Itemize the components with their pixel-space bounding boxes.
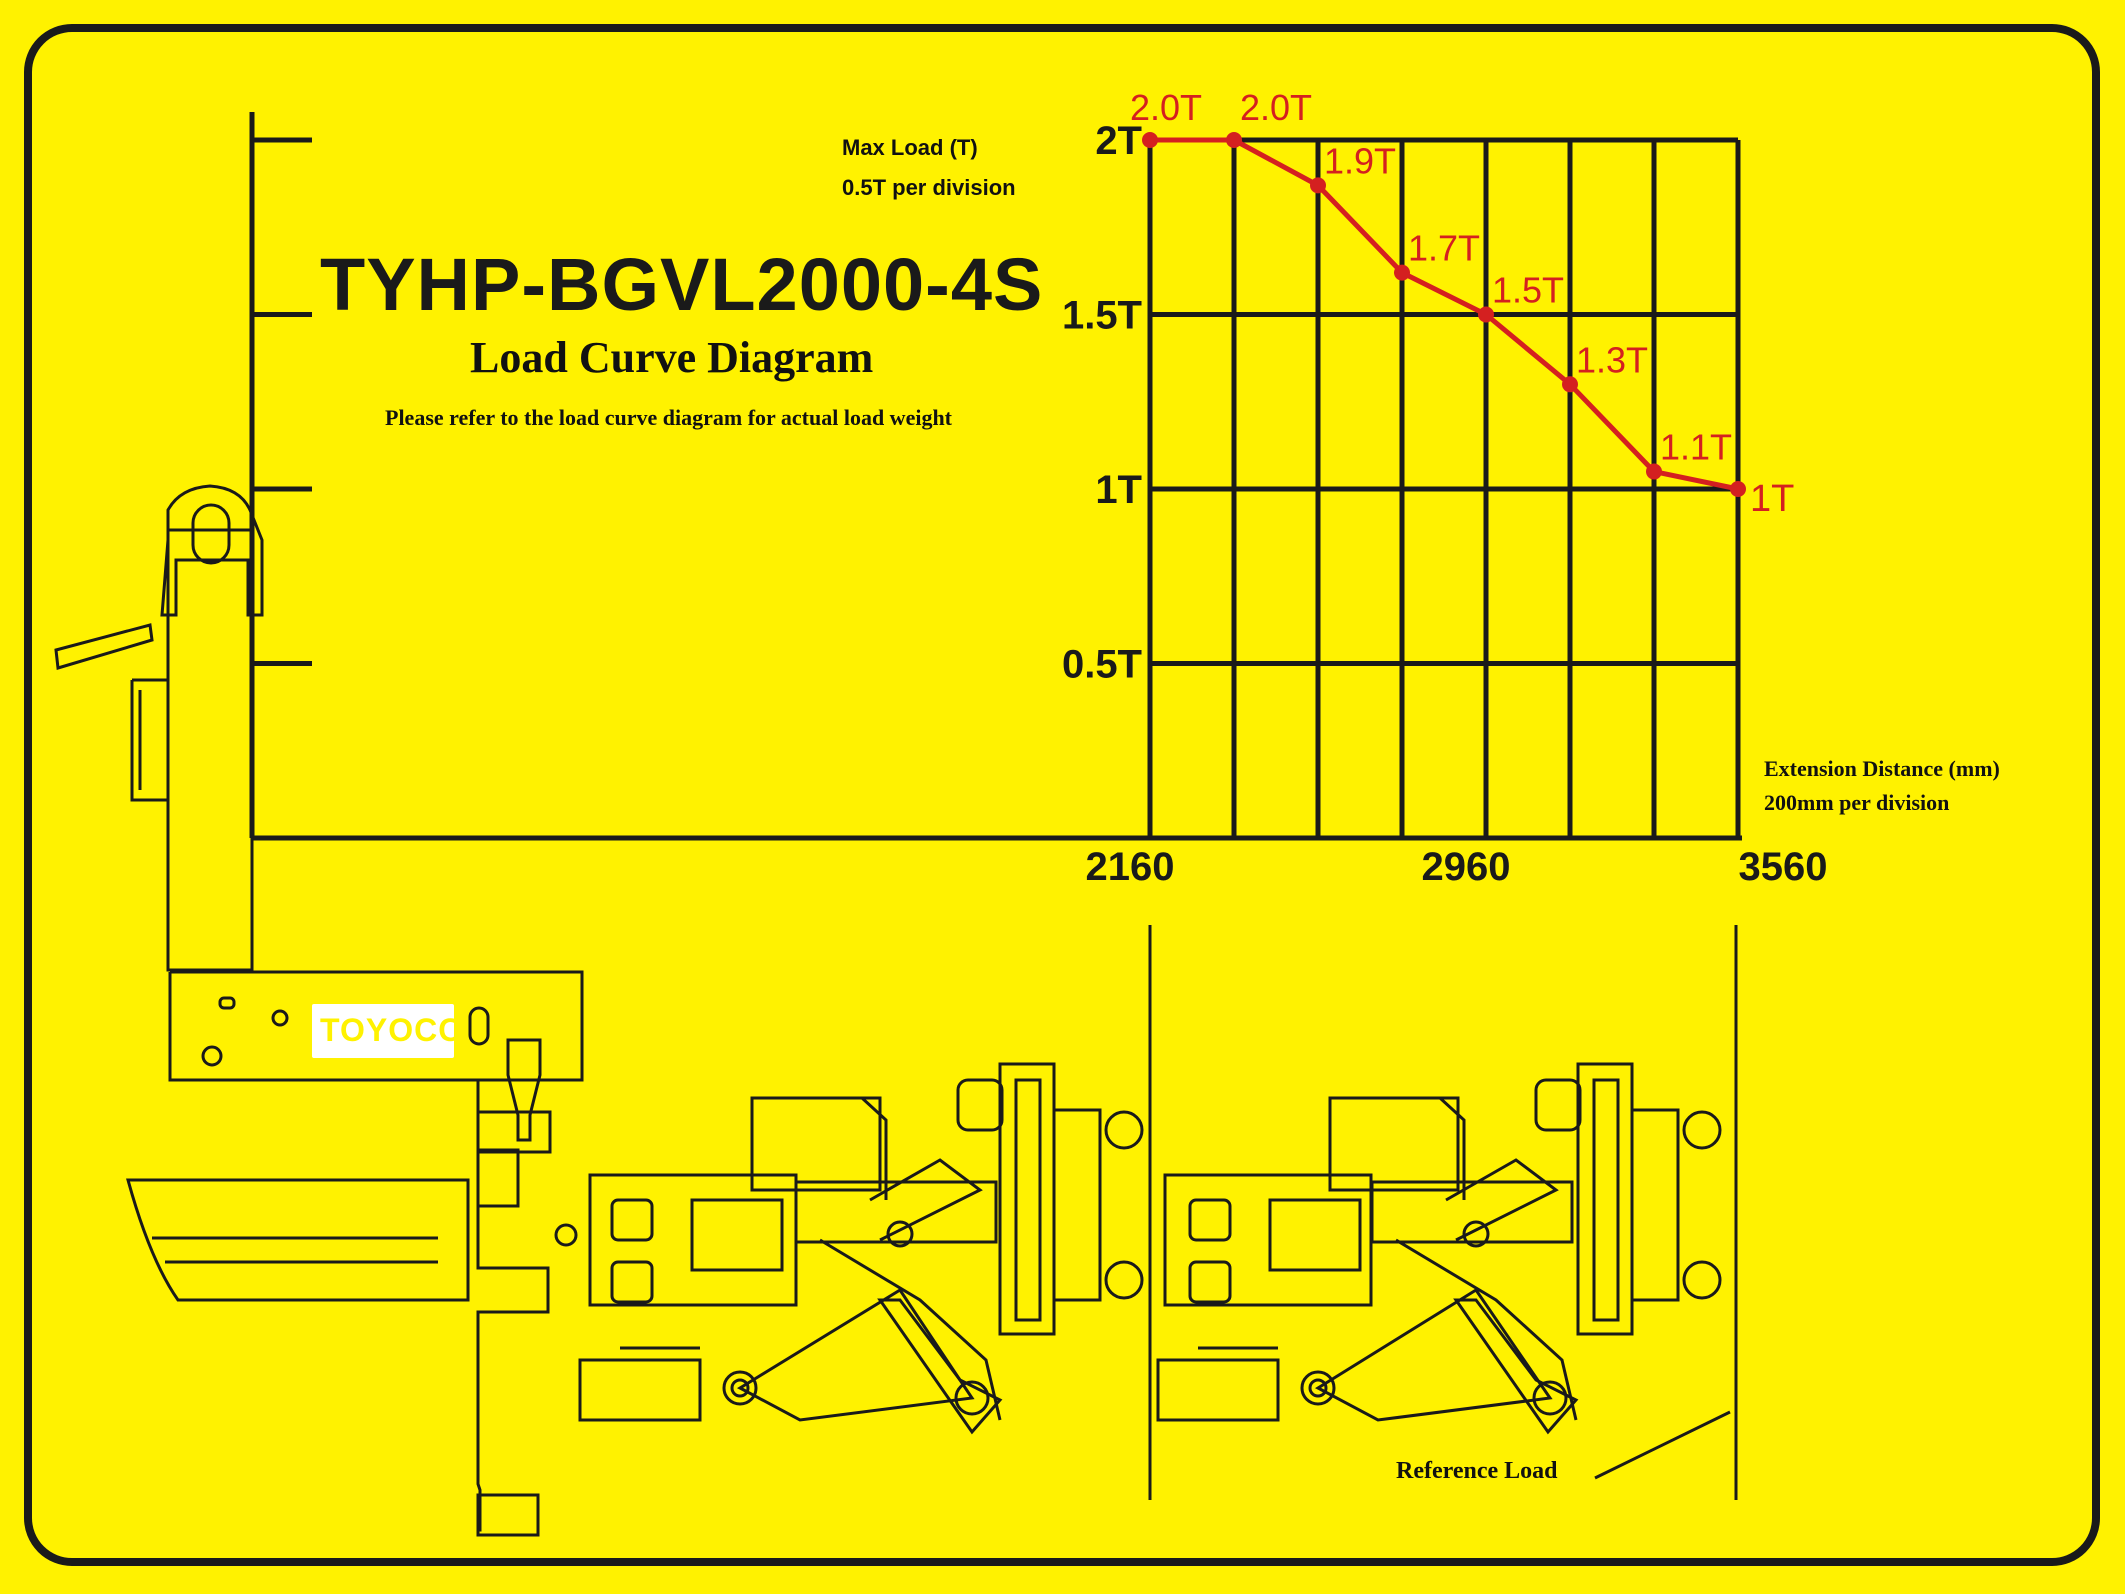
model-title: TYHP-BGVL2000-4S [320, 243, 1044, 326]
load-point [1226, 132, 1242, 148]
x-tick-label: 2160 [1086, 845, 1175, 889]
y-tick-label: 2T [1095, 119, 1142, 163]
brand-text: TOYOCC [320, 1012, 463, 1048]
load-note: Please refer to the load curve diagram f… [385, 405, 953, 430]
y-tick-label: 1.5T [1062, 294, 1142, 338]
carriage-hole-2 [201, 1045, 223, 1067]
brand-logo: TOYOCC [312, 1004, 461, 1058]
chart-grid [1147, 137, 1741, 838]
carriage-hole-1 [271, 1009, 289, 1027]
y-axis-division: 0.5T per division [842, 175, 1016, 200]
forklift-attachment-drawing [54, 484, 1738, 1537]
x-axis-legend: Extension Distance (mm) 200mm per divisi… [1764, 752, 2000, 820]
mast-column [166, 528, 254, 972]
hook-plate [54, 623, 154, 670]
x-axis-division: 200mm per division [1764, 790, 1950, 815]
side-block [476, 1148, 520, 1208]
y-axis-legend: Max Load (T) 0.5T per division [842, 128, 1016, 208]
lifting-eye-slot [191, 503, 231, 565]
extension-assembly-extended [1156, 925, 1738, 1500]
cylinder-mount [476, 1110, 552, 1154]
load-point [1562, 376, 1578, 393]
load-point [1310, 177, 1326, 194]
shank-bottom [476, 1493, 540, 1537]
y-tick-label: 1T [1095, 468, 1142, 512]
load-curve-line [1150, 137, 1739, 492]
carriage-plate [168, 970, 584, 1532]
load-point [1478, 306, 1494, 323]
load-point-label: 1.9T [1324, 140, 1396, 181]
load-point-label: 2.0T [1240, 87, 1312, 128]
y-tick-marks [252, 137, 312, 666]
extension-assembly-retracted [578, 925, 1152, 1500]
carriage-slot [468, 1006, 490, 1046]
load-point [1730, 481, 1746, 497]
load-point-label: 1.7T [1408, 228, 1480, 269]
load-point-label: 1.3T [1576, 339, 1648, 380]
load-curve: 2.0T 2.0T 1.9T 1.7T 1.5T 1.3T 1.1T 1T [1130, 87, 1794, 520]
y-tick-label: 0.5T [1062, 643, 1142, 687]
lifting-eye [160, 484, 264, 617]
side-shift-cylinder [506, 1038, 542, 1142]
sign-border [24, 24, 2100, 1566]
load-point-label: 1.1T [1660, 427, 1732, 468]
diagram-title: Load Curve Diagram [470, 333, 874, 382]
load-point-label: 1.5T [1492, 270, 1564, 311]
mast-bracket [130, 678, 168, 802]
x-tick-labels: 2160 2960 3560 [1086, 845, 1828, 889]
x-axis-title: Extension Distance (mm) [1764, 756, 2000, 781]
load-point-label: 2.0T [1130, 87, 1202, 128]
load-point [1394, 264, 1410, 281]
y-axis-title: Max Load (T) [842, 135, 978, 160]
carriage-hole-3 [218, 996, 236, 1010]
y-tick-labels: 0.5T 1T 1.5T 2T [1062, 119, 1142, 687]
load-point [1646, 463, 1662, 480]
fork-tine [126, 1178, 470, 1302]
reference-load-leader [1594, 1410, 1731, 1480]
x-tick-label: 2960 [1422, 845, 1511, 889]
x-tick-label: 3560 [1739, 845, 1828, 889]
carriage-bolt [554, 1223, 578, 1247]
reference-load-label: Reference Load [1396, 1458, 1558, 1484]
load-point [1142, 132, 1158, 148]
load-point-label: 1T [1750, 478, 1794, 520]
